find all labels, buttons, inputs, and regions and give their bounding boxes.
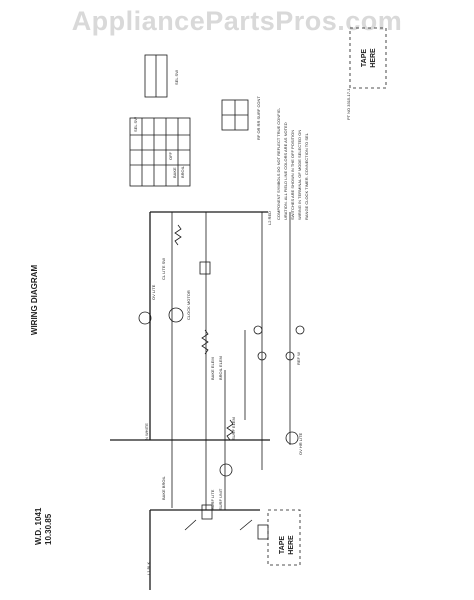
surf-cont-box	[257, 524, 269, 540]
ov-hr-lite-label: OV HR LITE	[298, 432, 303, 455]
selector-row-bake: BAKE	[172, 167, 177, 178]
surf-switch-box	[201, 504, 213, 520]
selector-table	[129, 117, 191, 187]
diagram-title: WIRING DIAGRAM	[30, 265, 39, 336]
selector-row-off: OFF	[168, 151, 173, 160]
surf-lite-lamp	[219, 463, 233, 477]
indicator-4	[285, 351, 295, 361]
indicator-1	[253, 325, 263, 335]
ov-lite-lamp	[138, 311, 152, 325]
surf-unit-label: SURF UNIT	[218, 488, 223, 510]
bake-broil-label: BAKE BROIL	[161, 475, 166, 500]
l2-red-label: L2 RED	[267, 211, 272, 225]
tape-here-top-1: TAPE	[361, 49, 368, 67]
watermark-text: AppliancePartsPros.com	[71, 6, 403, 36]
doc-number: W.D. 1041	[34, 507, 43, 545]
surf-lite-label: SURF LITE	[210, 489, 215, 510]
clock-motor	[168, 307, 184, 323]
selector-table-header: SEL SW	[133, 117, 138, 132]
tstat-box	[199, 261, 211, 275]
ov-lite-label: OV LITE	[151, 284, 156, 300]
bake-elem-label: BAKE ELEM	[210, 357, 215, 380]
clock-motor-label: CLOCK MOTOR	[186, 290, 191, 320]
ov-hr-lite-lamp	[285, 431, 299, 445]
note-line-1: COMPONENT SYMBOLS DO NOT REFLECT TRUE CO…	[276, 107, 281, 220]
note-line-5: RANGE CLOCK TIMER. CONNECTION TO SEL	[304, 132, 309, 220]
switch-arm-2	[239, 519, 253, 531]
surf-cont-label: RF OR RR SURF CONT	[256, 96, 261, 140]
tape-here-top-2: HERE	[370, 48, 377, 68]
broil-elem-label: BROIL ELEM	[218, 356, 223, 380]
indicator-2	[295, 325, 305, 335]
l1-label: L1 BLK	[146, 562, 151, 575]
ref-w-label: REF W	[296, 352, 301, 365]
bake-element	[201, 329, 209, 355]
tape-here-bottom-1: TAPE	[279, 536, 286, 554]
n-white-label: N WHITE	[144, 423, 149, 440]
note-line-2: URATION. ALL FIELD LINE COLORS ARE AS NO…	[283, 122, 288, 220]
selector-row-broil: BROIL	[180, 165, 185, 178]
sel-sw-label: SEL SW	[174, 70, 179, 85]
broil-element	[174, 224, 182, 246]
tape-here-box-top	[349, 27, 387, 89]
doc-date: 10.30.85	[44, 513, 53, 545]
indicator-3	[257, 351, 267, 361]
surf-elem-label: SURF ELEM	[231, 417, 236, 440]
switch-arm-1	[184, 519, 197, 531]
tape-here-box-bottom	[267, 509, 301, 566]
surf-element	[226, 419, 234, 441]
tape-here-bottom-2: HERE	[288, 535, 295, 555]
cl-lite-sw-label: CL LITE SW	[161, 258, 166, 280]
note-line-4: WIRING IN TERMINAL OF MODE SELECTED ON	[297, 130, 302, 220]
note-line-3: SWITCHES ARE SHOWN IN THE OFF POSITION	[290, 130, 295, 220]
part-number: PT NO 3315-17-1	[346, 88, 351, 120]
